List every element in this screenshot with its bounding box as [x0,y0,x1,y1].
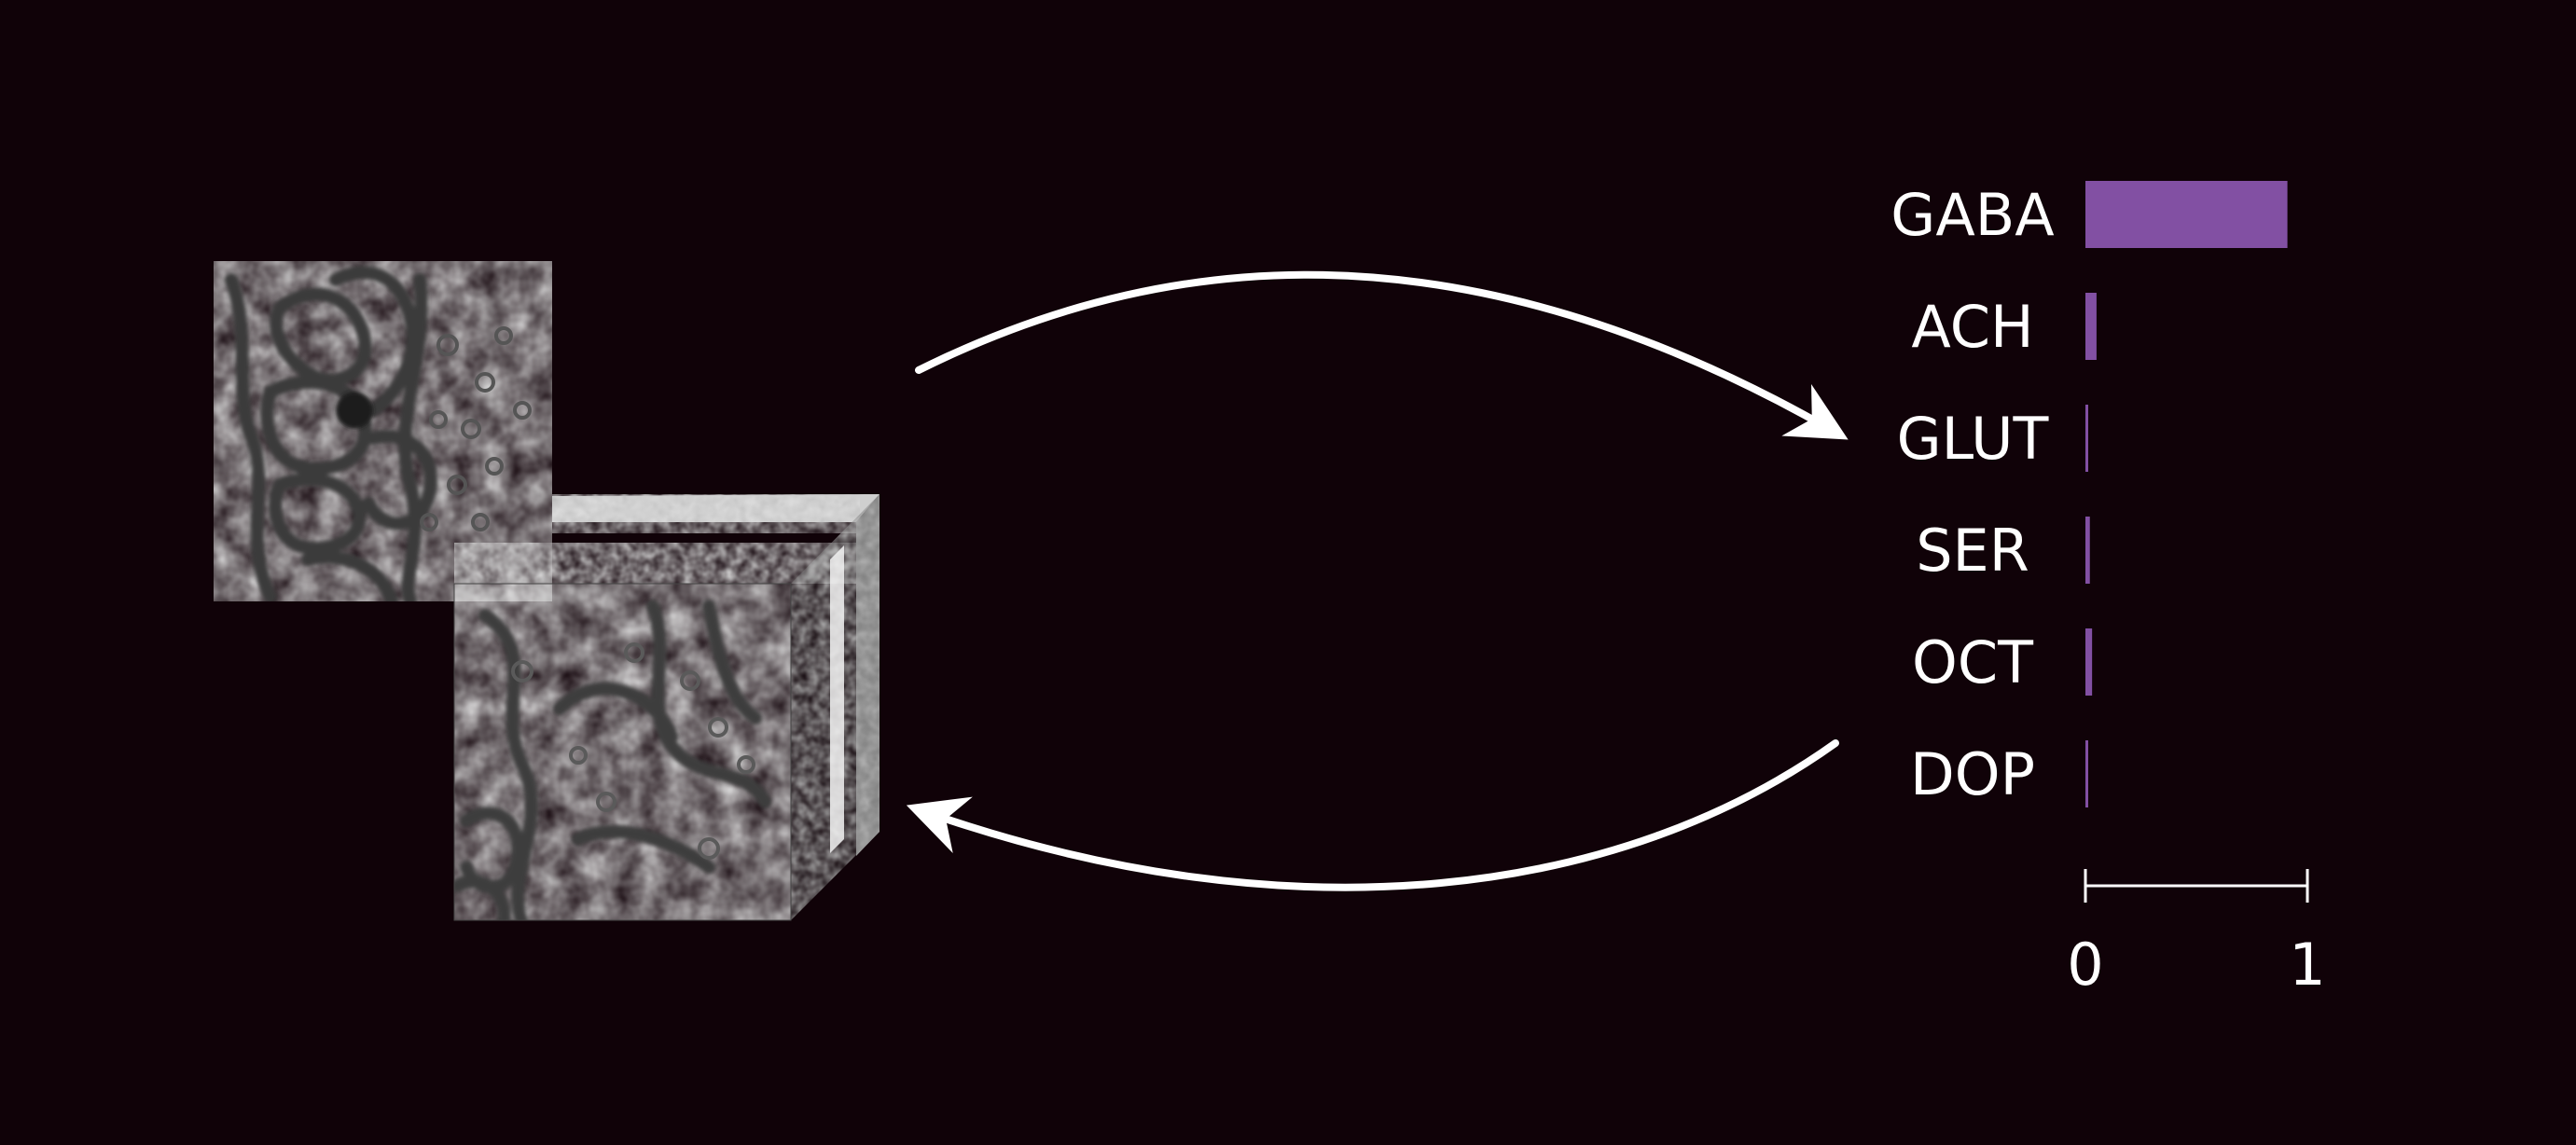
em-slice-image [214,261,552,601]
bar-gaba [2085,181,2288,248]
em-volume-cube [453,494,879,921]
bar-dop [2085,740,2088,807]
curved-arrow-left [906,739,1839,891]
x-tick-label-0: 0 [2067,931,2103,999]
bar-ach [2085,293,2097,360]
x-tick-label-1: 1 [2289,931,2325,999]
bar-label-glut: GLUT [1897,405,2050,473]
bar-label-ser: SER [1916,517,2029,585]
bar-ser [2085,517,2090,584]
bar-label-gaba: GABA [1890,181,2054,249]
bar-label-ach: ACH [1911,293,2033,361]
bar-glut [2085,405,2088,472]
bar-label-dop: DOP [1910,740,2035,808]
neurotransmitter-bar-chart: GABA ACH GLUT SER OCT DOP 0 1 [1890,181,2326,999]
bar-oct [2085,628,2093,696]
bar-label-oct: OCT [1912,628,2034,697]
curved-arrow-right [915,270,1849,440]
